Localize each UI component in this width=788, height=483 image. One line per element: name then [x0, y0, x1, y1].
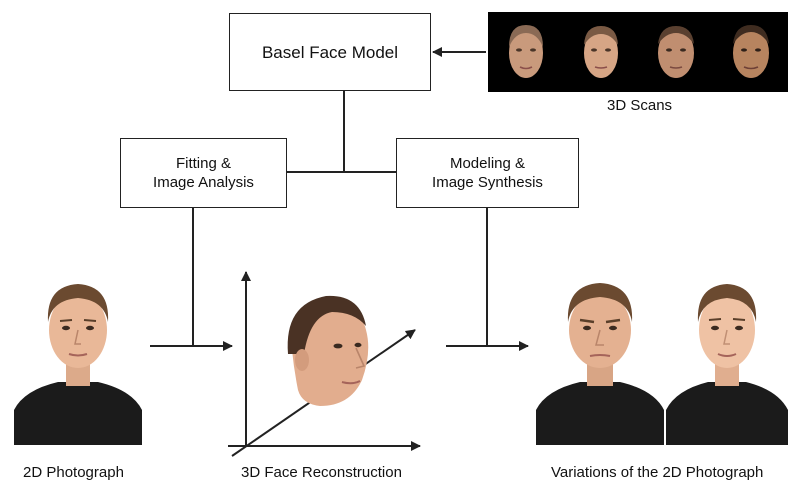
scan-strip — [488, 12, 788, 92]
box-basel-face-model: Basel Face Model — [229, 13, 431, 91]
label-variations: Variations of the 2D Photograph — [551, 464, 764, 481]
label-3d-face-reconstruction: 3D Face Reconstruction — [241, 464, 402, 481]
variation-photo-2 — [666, 284, 788, 445]
box-fitting-image-analysis: Fitting & Image Analysis — [120, 138, 287, 208]
scan-face-2 — [583, 26, 618, 78]
scan-face-4 — [732, 25, 769, 78]
scan-face-1 — [508, 25, 543, 78]
label-3d-scans: 3D Scans — [607, 97, 673, 114]
scan-face-3 — [657, 26, 694, 78]
box-modeling-image-synthesis: Modeling & Image Synthesis — [396, 138, 579, 208]
reconstructed-3d-head — [287, 295, 369, 406]
label-2d-photograph: 2D Photograph — [23, 464, 124, 481]
variation-photo-1 — [536, 283, 664, 445]
photo-2d-face — [14, 284, 142, 445]
